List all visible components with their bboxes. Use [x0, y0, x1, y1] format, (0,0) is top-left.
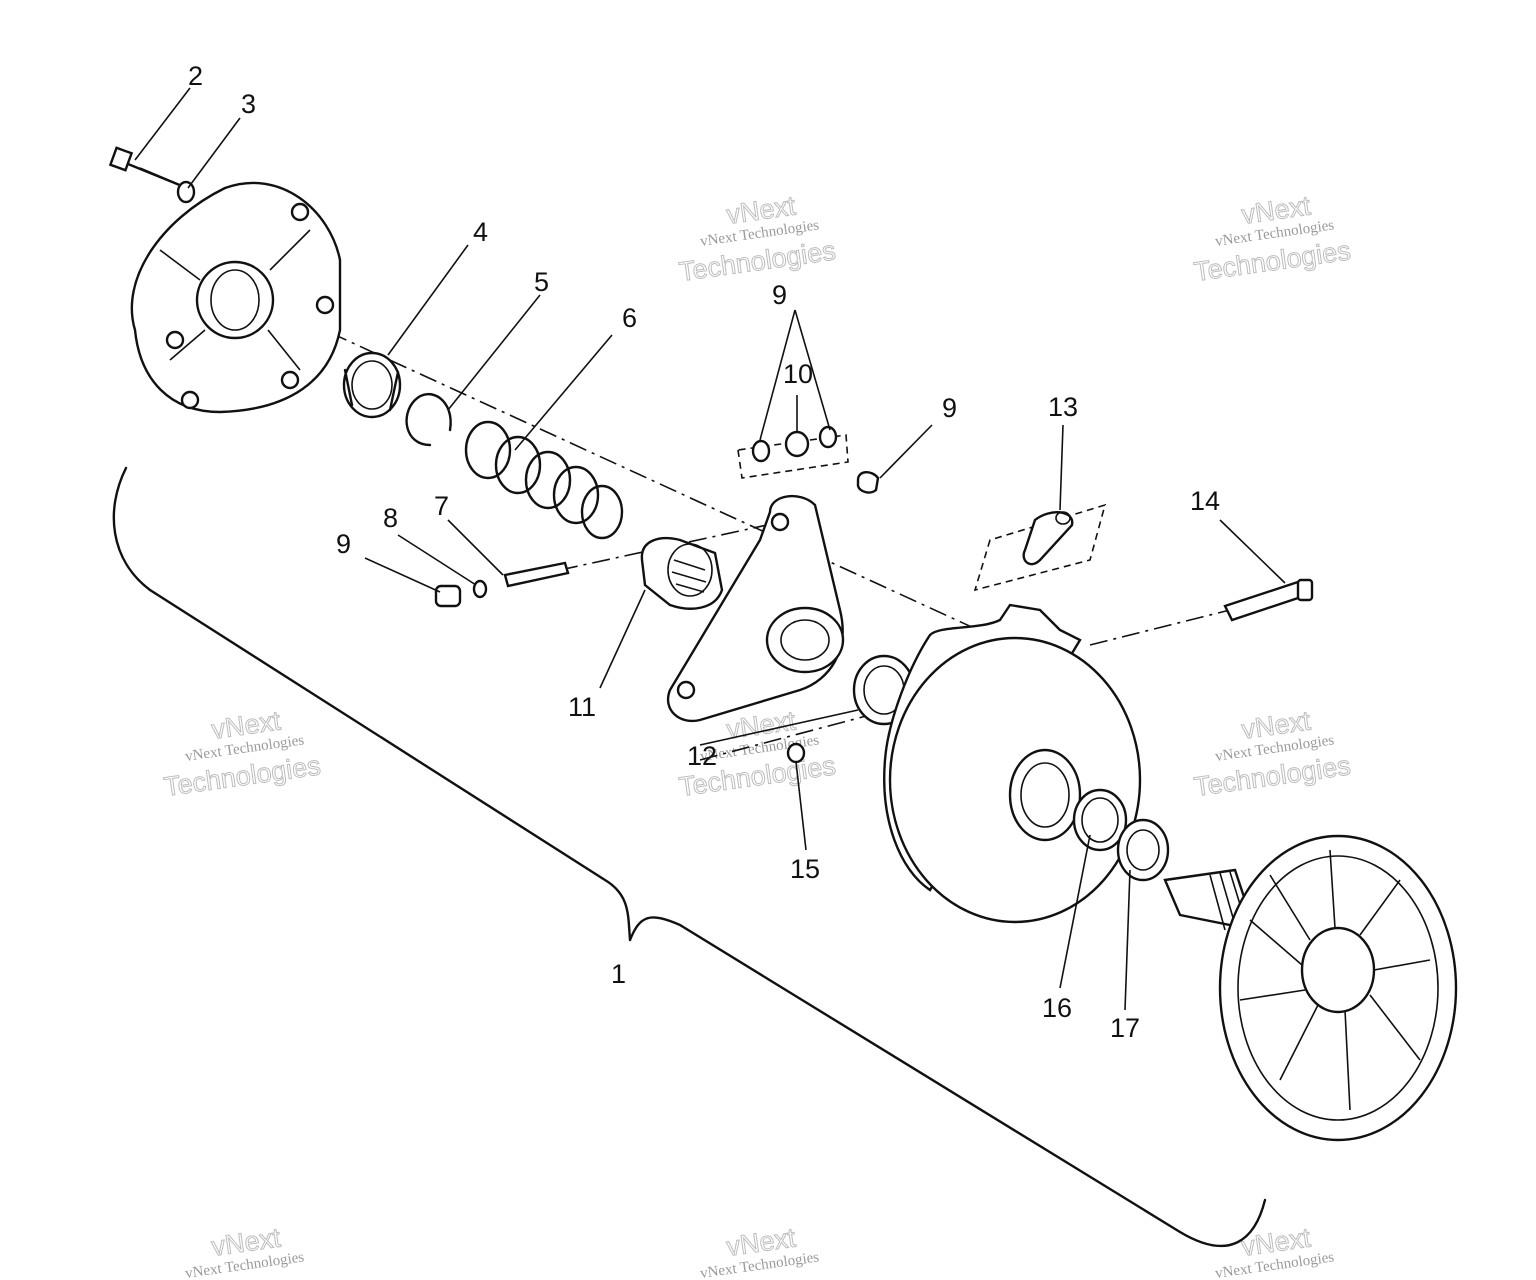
long-pin-part — [1223, 578, 1314, 622]
callout-11: 10 — [783, 359, 813, 389]
watermark-mr: vNext vNext Technologies Technologies — [1192, 705, 1353, 803]
washer-part — [176, 180, 196, 204]
callout-9-left: 9 — [336, 529, 351, 559]
spring-part — [464, 420, 624, 540]
watermark-bc: vNext vNext Technologies — [699, 1222, 820, 1280]
snap-ring-part — [405, 393, 452, 447]
small-washer-part — [472, 579, 488, 599]
callout-5: 5 — [534, 267, 549, 297]
cam-part — [640, 537, 724, 610]
set-screw-part — [786, 742, 806, 764]
movable-sheave-part — [883, 603, 1142, 924]
callout-8: 8 — [383, 503, 398, 533]
callout-4: 4 — [473, 217, 488, 247]
callout-13: 12 — [687, 741, 717, 771]
callout-labels: 2 3 4 5 6 9 10 9 13 14 8 7 9 11 12 15 1 … — [188, 61, 1220, 1043]
leader-lines — [134, 87, 1286, 1011]
bolt-part — [108, 146, 184, 188]
washer-axis-line — [699, 714, 871, 761]
watermark-tc: vNext vNext Technologies Technologies — [677, 190, 838, 288]
button-part — [434, 584, 462, 608]
callout-12: 11 — [568, 692, 596, 722]
sheave-bushing-part — [1072, 788, 1128, 852]
callout-15: 14 — [1190, 486, 1220, 516]
watermark-ml: vNext vNext Technologies Technologies — [162, 705, 323, 803]
pin-axis-line — [1089, 609, 1231, 646]
callout-7: 7 — [434, 491, 449, 521]
callout-9b: 9 — [942, 393, 957, 423]
clip-inset — [973, 503, 1107, 592]
callout-3: 3 — [241, 89, 256, 119]
cap-part — [856, 471, 880, 494]
callout-1: 1 — [611, 959, 626, 989]
fixed-sheave-part — [1163, 834, 1458, 1142]
watermark-bl: vNext vNext Technologies — [184, 1222, 305, 1280]
watermark-tr: vNext vNext Technologies Technologies — [1192, 190, 1353, 288]
callout-17: 16 — [1042, 993, 1072, 1023]
callout-6: 6 — [622, 303, 637, 333]
callout-14: 13 — [1048, 392, 1078, 422]
spring-axis-line — [559, 519, 791, 571]
assembly-bracket — [112, 466, 1267, 1248]
rollers-inset — [737, 425, 849, 479]
callout-2: 2 — [188, 61, 203, 91]
spider-arm-part — [667, 494, 845, 723]
callout-16: 15 — [790, 854, 820, 884]
watermark-br: vNext vNext Technologies — [1214, 1222, 1335, 1280]
shaft-washer-part — [1116, 818, 1170, 882]
callout-10: 9 — [772, 280, 787, 310]
callout-18: 17 — [1110, 1013, 1140, 1043]
pin-part — [503, 561, 570, 588]
bushing-part — [342, 351, 402, 419]
center-axis-line — [149, 249, 1001, 641]
cover-part — [130, 181, 342, 414]
